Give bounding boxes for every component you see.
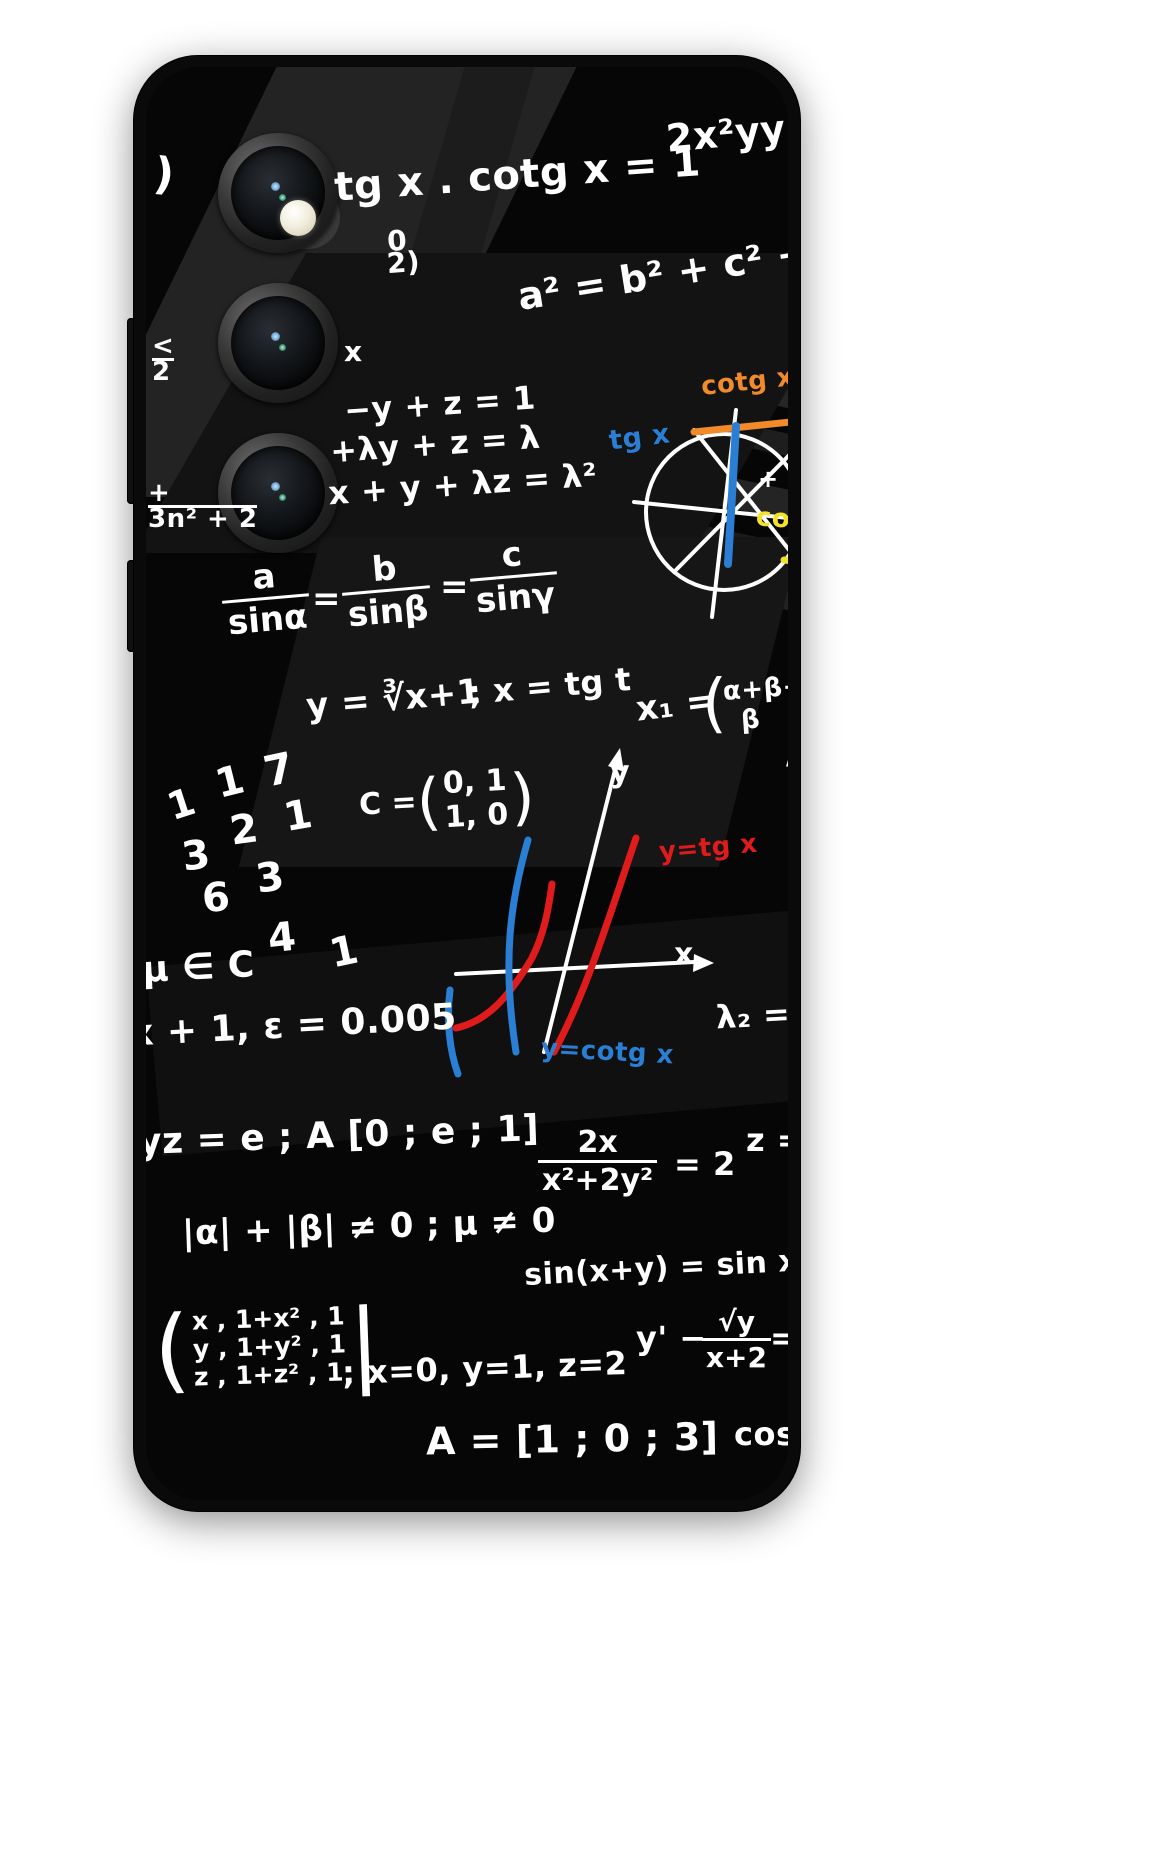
formula-A-vector: A = [1 ; 0 ; 3] [425, 1414, 719, 1464]
formula-x1-paren: ( [702, 667, 728, 741]
law-of-sines-term-2: b sinβ [339, 545, 434, 636]
camera-lens [218, 433, 338, 553]
formula-paren-left: ) [151, 148, 178, 201]
power-button[interactable] [127, 560, 136, 652]
graph-axis-label-x: x [674, 937, 694, 972]
formula-left-fragment-3n2: +3n² + 2 [148, 478, 258, 535]
graph-axis-label-y: y [610, 755, 631, 790]
volume-button[interactable] [127, 318, 136, 504]
camera-module [210, 133, 346, 557]
formula-left-fragment-x: x [344, 335, 363, 368]
formula-mu-in-C: μ ∈ C [146, 944, 256, 991]
law-of-sines-eq-1: = [312, 579, 341, 619]
camera-flash-led [280, 200, 316, 236]
formula-matrix-conditions: ; x=0, y=1, z=2 [341, 1344, 628, 1392]
matrix-big-row: z , 1+z² , 1 [193, 1357, 344, 1392]
formula-cos-phi: cosφ= [734, 1415, 788, 1453]
law-of-sines-term-3: c sinγ [467, 531, 561, 622]
camera-lens [218, 133, 338, 253]
formula-sine-addition: sin(x+y) = sin x cos [523, 1240, 788, 1293]
cartesian-graph [444, 748, 714, 1078]
formula-abs-alpha-beta: |α| + |β| ≠ 0 ; μ ≠ 0 [181, 1200, 557, 1254]
formula-y-prime-fraction: √y x+2 [702, 1305, 772, 1374]
formula-alpha-beta-frac: α+β+β [721, 671, 788, 736]
formula-lambda2: λ₂ = i √ [715, 992, 788, 1037]
formula-fraction-2x-rhs: = 2 [674, 1145, 736, 1183]
formula-right-stroke: / [786, 707, 788, 775]
scatter-number: 4 [265, 913, 299, 963]
formula-y-prime-lead: y' − [636, 1319, 707, 1357]
scatter-number: 1 [161, 778, 201, 830]
label-plus-sign: + [758, 465, 779, 493]
label-cosine: cos x [755, 502, 788, 537]
formula-fraction-2x: 2x x²+2y² [538, 1125, 658, 1198]
unit-circle-diagram [632, 408, 788, 619]
law-of-sines-term-1: a sinα [219, 553, 313, 644]
scatter-number: 3 [178, 831, 213, 881]
law-of-sines-eq-2: = [440, 567, 469, 607]
formula-left-fragment-sq: <2 [152, 331, 175, 388]
matrix-C-label: C = [358, 784, 418, 823]
scatter-number: 6 [200, 874, 232, 922]
scatter-number: 1 [210, 756, 249, 808]
matrix-paren-open: ( [152, 1295, 192, 1404]
camera-lens [218, 283, 338, 403]
formula-z-equals: z = [746, 1121, 788, 1159]
formula-y-prime-rhs: = [770, 1319, 788, 1357]
